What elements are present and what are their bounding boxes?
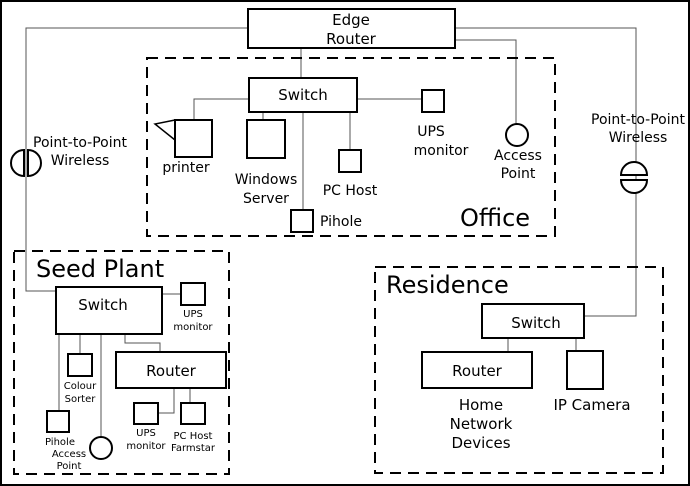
link-edge-to-seed-plant [25,27,248,292]
seed-plant-zone [13,250,230,475]
residence-switch [481,303,585,339]
colour-sorter-label-line2: Sorter [65,394,97,405]
edge-router-label-line2: Router [326,30,377,48]
pihole-access-point-label-line3: Point [57,461,82,472]
access-point-icon [505,123,529,147]
seed-plant-ups-icon [180,282,206,306]
link-sp-switch-to-router [124,334,161,352]
seed-plant-zone-label: Seed Plant [36,255,164,283]
router-ups-label-line1: UPS [136,428,156,439]
residence-router [421,351,533,389]
residence-switch-label: Switch [511,314,561,332]
wireless-antenna-right-a-icon [619,160,649,176]
residence-router-label: Router [452,362,503,380]
pc-host-label: PC Host [323,183,378,199]
printer-label: printer [162,160,210,176]
wireless-left-label-line1: Point-to-Point [33,135,127,151]
office-switch [248,77,358,113]
seed-plant-ups-label-line2: monitor [173,322,213,333]
link-edge-to-access-point [455,39,517,124]
office-zone [146,57,556,237]
home-network-devices-label-line3: Devices [451,434,510,452]
seed-plant-router [115,351,227,389]
seed-plant-switch [55,286,163,335]
wireless-right-label-line2: Wireless [609,130,668,146]
access-point-label-line1: Access [494,148,542,164]
seed-plant-pihole-icon [46,410,70,433]
wireless-left-label-line2: Wireless [51,153,110,169]
wireless-antenna-left-a-icon [10,148,25,178]
colour-sorter-icon [67,353,93,377]
pc-host-farmstar-label-line1: PC Host [174,431,213,442]
pihole-access-point-label-line2: Access [52,449,86,460]
office-ups-icon [421,89,445,113]
home-network-devices-label-line2: Network [450,415,513,433]
residence-zone-label: Residence [386,271,509,299]
pc-host-icon [338,149,362,173]
seed-plant-access-point-icon [89,436,113,460]
printer-icon [153,119,213,158]
edge-router-label-line1: Edge [332,11,370,29]
pihole-label: Pihole [320,214,362,230]
pihole-icon [290,209,314,233]
wireless-link-right [619,160,649,194]
office-ups-label-line1: UPS [417,124,445,140]
pihole-access-point-label-line1: Pihole [45,437,75,448]
colour-sorter-label-line1: Colour [64,381,97,392]
pc-host-farmstar-icon [180,402,206,425]
seed-plant-switch-label: Switch [78,296,128,314]
edge-router [247,8,456,49]
office-zone-label: Office [460,204,530,232]
windows-server-label-line1: Windows [235,172,298,188]
router-ups-icon [133,402,159,425]
wireless-antenna-left-b-icon [27,148,42,178]
seed-plant-ups-label-line1: UPS [183,309,203,320]
wireless-link-left [10,148,42,178]
wireless-right-label-line1: Point-to-Point [591,112,685,128]
windows-server-icon [246,119,286,159]
office-ups-label-line2: monitor [414,143,469,159]
home-network-devices-label-line1: Home [459,396,503,414]
link-sp-router-to-ups [158,388,175,414]
router-ups-label-line2: monitor [126,441,166,452]
seed-plant-router-label: Router [146,362,197,380]
windows-server-label-line2: Server [243,191,289,207]
ip-camera-label: IP Camera [553,396,630,414]
residence-zone [374,266,664,474]
office-switch-label: Switch [278,86,328,104]
access-point-label-line2: Point [501,166,536,182]
ip-camera-icon [566,350,604,390]
pc-host-farmstar-label-line2: Farmstar [171,443,216,454]
wireless-antenna-right-b-icon [619,179,649,194]
link-switch-to-printer [193,98,249,120]
